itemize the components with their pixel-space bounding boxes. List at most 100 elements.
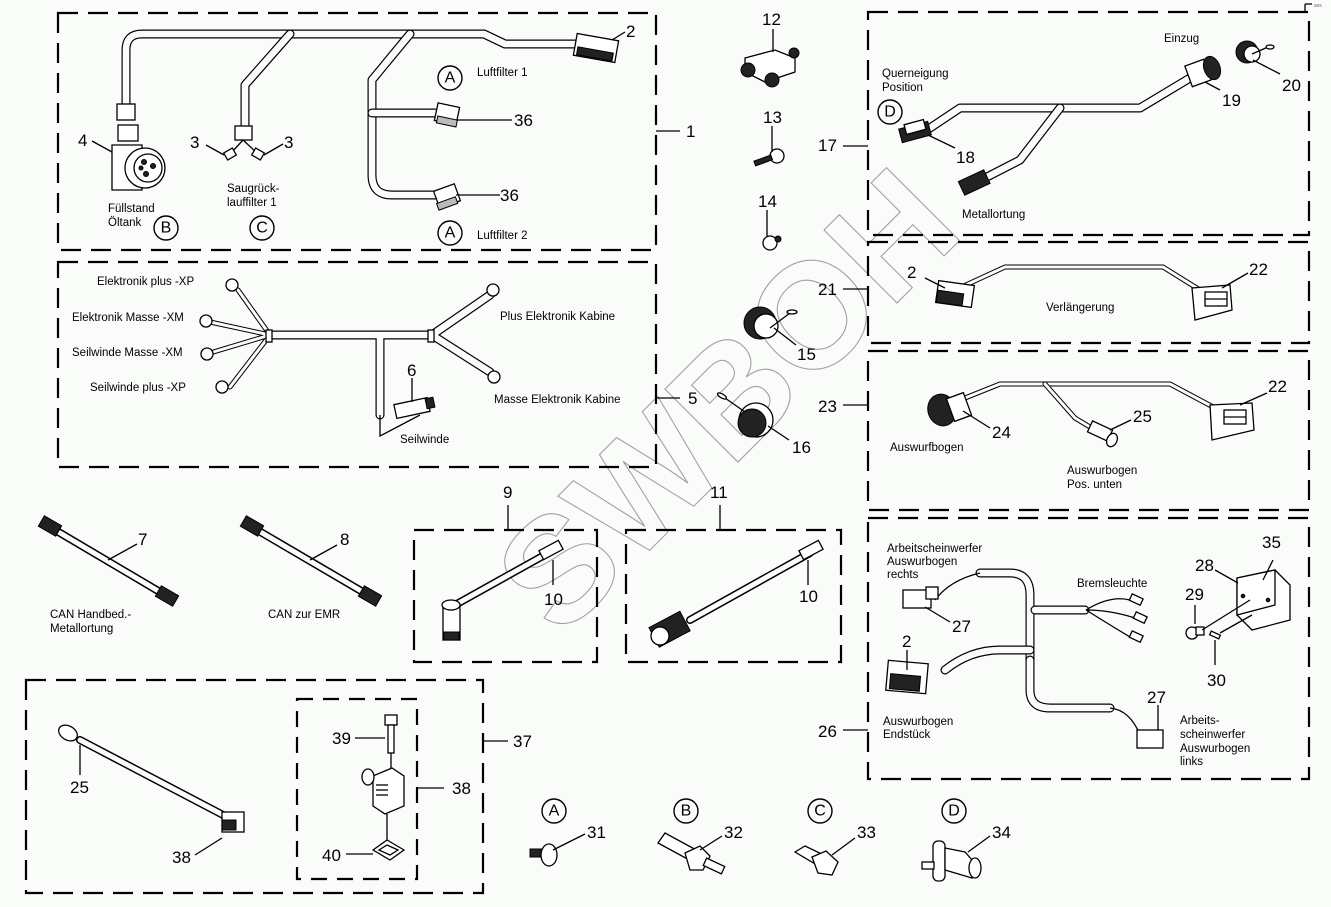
label-querneigung: Querneigung xyxy=(882,68,949,80)
part-24[interactable]: 24 xyxy=(992,423,1011,442)
leader-27a xyxy=(924,606,951,623)
ref-circle-d xyxy=(877,99,903,125)
group-26-harness: 26 27 2 27 xyxy=(818,516,1311,781)
ref-letter-sensor-a: A xyxy=(549,803,560,820)
part-15[interactable]: 15 xyxy=(797,345,816,364)
connector-24-icon xyxy=(927,391,973,427)
leader-22a xyxy=(1221,272,1249,289)
protective-cap-15-icon xyxy=(743,306,798,340)
part-20[interactable]: 20 xyxy=(1282,76,1301,95)
label-einzug: Einzug xyxy=(1164,33,1199,45)
label-elektronik-masse: Elektronik Masse -XM xyxy=(72,312,184,324)
callout-26[interactable]: 26 xyxy=(818,722,837,741)
part-29[interactable]: 29 xyxy=(1185,585,1204,604)
callout-37[interactable]: 37 xyxy=(513,732,532,751)
part-31[interactable]: 31 xyxy=(587,823,606,842)
can-cable-8: 8 CAN zur EMR xyxy=(239,515,383,621)
part-22b[interactable]: 22 xyxy=(1268,377,1287,396)
callout-23[interactable]: 23 xyxy=(818,397,837,416)
leader-32 xyxy=(699,835,723,851)
bulb-29-icon xyxy=(1185,599,1251,640)
part-36b[interactable]: 36 xyxy=(500,186,519,205)
clamp-14-icon xyxy=(762,235,782,251)
brake-light-wires-icon xyxy=(1085,592,1148,644)
part-7[interactable]: 7 xyxy=(138,530,147,549)
ref-letter-sensor-b: B xyxy=(681,803,692,820)
part-35[interactable]: 35 xyxy=(1262,533,1281,552)
part-25a[interactable]: 25 xyxy=(1133,407,1152,426)
leader-2 xyxy=(611,31,626,41)
label-arbeit-rechts-1: Arbeitscheinwerfer xyxy=(887,543,982,555)
leader-7 xyxy=(107,543,138,561)
ref-letter-a1: A xyxy=(445,70,456,87)
part-39[interactable]: 39 xyxy=(332,729,351,748)
bulb-30-icon xyxy=(1208,614,1253,640)
label-saug-2: lauffilter 1 xyxy=(227,197,277,209)
part-32[interactable]: 32 xyxy=(724,823,743,842)
part-27a[interactable]: 27 xyxy=(952,617,971,636)
callout-21[interactable]: 21 xyxy=(818,280,837,299)
leader-3b xyxy=(263,143,284,156)
part-28[interactable]: 28 xyxy=(1195,556,1214,575)
connector-18-icon xyxy=(898,118,932,144)
part-3b[interactable]: 3 xyxy=(284,133,293,152)
sensor-c: C 33 xyxy=(793,798,876,876)
part-38b[interactable]: 38 xyxy=(452,779,471,798)
callout-1[interactable]: 1 xyxy=(686,122,695,141)
part-3a[interactable]: 3 xyxy=(190,133,199,152)
part-10a[interactable]: 10 xyxy=(544,590,563,609)
harness-1-cable xyxy=(121,29,580,200)
part-12[interactable]: 12 xyxy=(762,10,781,29)
ref-letter-c: C xyxy=(256,220,268,237)
part-25b[interactable]: 25 xyxy=(70,778,89,797)
group-17-frame xyxy=(866,10,1311,237)
label-can-handbed: CAN Handbed.- xyxy=(50,609,131,621)
part-8[interactable]: 8 xyxy=(340,530,349,549)
part-19[interactable]: 19 xyxy=(1222,91,1241,110)
part-10b[interactable]: 10 xyxy=(799,587,818,606)
leader-19 xyxy=(1204,81,1221,91)
part-2b[interactable]: 2 xyxy=(907,263,916,282)
part-33[interactable]: 33 xyxy=(857,823,876,842)
part-40[interactable]: 40 xyxy=(322,846,341,865)
label-endstueck-1: Auswurbogen xyxy=(883,716,953,728)
connector-2b-icon xyxy=(934,279,976,309)
part-27b[interactable]: 27 xyxy=(1147,688,1166,707)
sensor-connector-4-icon xyxy=(111,103,166,191)
leader-3a xyxy=(205,144,225,156)
inclination-sensor-34-icon xyxy=(932,840,946,882)
sensor-d: D 34 xyxy=(921,798,1011,882)
part-2[interactable]: 2 xyxy=(626,22,635,41)
leader-25a xyxy=(1109,419,1132,431)
loose-parts-column: 12 13 14 15 16 xyxy=(716,10,816,457)
leader-15 xyxy=(773,327,797,346)
connector-6-icon xyxy=(393,396,436,420)
t-distributor-12-icon xyxy=(740,47,800,88)
part-4[interactable]: 4 xyxy=(78,131,87,150)
part-22a[interactable]: 22 xyxy=(1249,260,1268,279)
label-seilwinde-masse: Seilwinde Masse -XM xyxy=(72,347,183,359)
ref-letter-d: D xyxy=(884,104,896,121)
part-36a[interactable]: 36 xyxy=(514,111,533,130)
leader-20 xyxy=(1252,59,1281,75)
leader-33 xyxy=(831,837,856,856)
part-6[interactable]: 6 xyxy=(407,361,416,380)
connector-36b-icon xyxy=(432,182,462,211)
part-2c[interactable]: 2 xyxy=(902,632,911,651)
part-14[interactable]: 14 xyxy=(758,192,777,211)
part-30[interactable]: 30 xyxy=(1207,671,1226,690)
gasket-40-icon xyxy=(371,839,406,861)
callout-9[interactable]: 9 xyxy=(503,483,512,502)
metal-detect-plug-icon xyxy=(957,169,991,196)
part-38a[interactable]: 38 xyxy=(172,848,191,867)
part-16[interactable]: 16 xyxy=(792,438,811,457)
group-5-frame xyxy=(56,260,658,469)
part-18[interactable]: 18 xyxy=(956,148,975,167)
callout-11[interactable]: 11 xyxy=(710,483,728,502)
part-13[interactable]: 13 xyxy=(763,108,782,127)
part-34[interactable]: 34 xyxy=(992,823,1011,842)
connector-19-icon xyxy=(1184,55,1222,88)
callout-5[interactable]: 5 xyxy=(688,389,697,408)
leader-35 xyxy=(1262,559,1274,581)
callout-17[interactable]: 17 xyxy=(818,136,837,155)
